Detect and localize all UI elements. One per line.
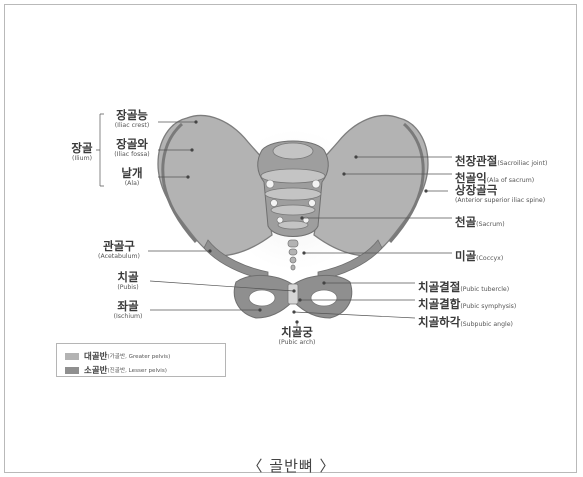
- label-sacrum-en: (Sacrum): [476, 221, 504, 228]
- label-iliac-fossa-en: (Iliac fossa): [106, 152, 158, 158]
- label-pubic-symphysis-ko: 치골결합: [418, 297, 460, 311]
- label-asis-en: (Anterior superior iliac spine): [455, 198, 545, 204]
- label-sacrum: 천골(Sacrum): [455, 213, 505, 229]
- label-asis: 상장골극 (Anterior superior iliac spine): [455, 185, 545, 204]
- label-ala-en: (Ala): [106, 181, 158, 187]
- label-sacroiliac-joint-en: (Sacroiliac joint): [497, 160, 547, 167]
- label-pubic-tubercle-ko: 치골결절: [418, 280, 460, 294]
- label-pubic-arch: 치골궁 (Pubic arch): [267, 327, 327, 346]
- legend-swatch-greater: [65, 353, 79, 360]
- left-ilium: [158, 115, 274, 256]
- legend-swatch-lesser: [65, 367, 79, 374]
- label-pubic-tubercle: 치골결절(Pubic tubercle): [418, 278, 509, 294]
- pubic-symphysis-disc: [288, 284, 298, 304]
- label-coccyx: 미골(Coccyx): [455, 247, 503, 263]
- right-pubis-ischium: [294, 275, 352, 318]
- label-pubic-arch-en: (Pubic arch): [267, 340, 327, 346]
- label-ischium-ko: 좌골: [104, 301, 152, 313]
- label-iliac-fossa: 장골와 (Iliac fossa): [106, 139, 158, 158]
- label-pubic-arch-ko: 치골궁: [267, 327, 327, 339]
- label-ala: 날개 (Ala): [106, 168, 158, 187]
- right-ilium: [312, 115, 428, 256]
- label-subpubic-angle-ko: 치골하각: [418, 315, 460, 329]
- label-ilium-en: (Ilium): [64, 156, 100, 162]
- label-acetabulum-ko: 관골구: [90, 241, 148, 253]
- legend-greater-en: (가골반, Greater pelvis): [107, 352, 170, 360]
- label-pubic-tubercle-en: (Pubic tubercle): [460, 286, 509, 293]
- label-coccyx-ko: 미골: [455, 249, 476, 263]
- legend-item-lesser-pelvis: 소골반(진골반, Lesser pelvis): [65, 364, 167, 376]
- label-sacrum-ko: 천골: [455, 215, 476, 229]
- left-pubis-ischium: [234, 275, 292, 318]
- label-ilium-ko: 장골: [64, 143, 100, 155]
- figure-caption: 〈 골반뼈 〉: [0, 455, 583, 476]
- legend: 대골반(가골반, Greater pelvis) 소골반(진골반, Lesser…: [56, 343, 226, 377]
- label-pubis-ko: 치골: [106, 272, 150, 284]
- label-asis-ko: 상장골극: [455, 185, 545, 197]
- label-coccyx-en: (Coccyx): [476, 255, 503, 262]
- label-pubic-symphysis: 치골결합(Pubic symphysis): [418, 295, 516, 311]
- label-pubic-symphysis-en: (Pubic symphysis): [460, 303, 516, 310]
- label-acetabulum: 관골구 (Acetabulum): [90, 241, 148, 260]
- label-pubis: 치골 (Pubis): [106, 272, 150, 291]
- legend-greater-ko: 대골반: [84, 350, 107, 362]
- label-ala-ko: 날개: [106, 168, 158, 180]
- label-iliac-fossa-ko: 장골와: [106, 139, 158, 151]
- label-iliac-crest: 장골능 (Iliac crest): [106, 110, 158, 129]
- label-subpubic-angle: 치골하각(Subpubic angle): [418, 313, 513, 329]
- label-pubis-en: (Pubis): [106, 285, 150, 291]
- label-sacroiliac-joint: 천장관절(Sacroiliac joint): [455, 152, 547, 168]
- legend-item-greater-pelvis: 대골반(가골반, Greater pelvis): [65, 350, 170, 362]
- sacrum: [258, 141, 329, 237]
- label-sacroiliac-joint-ko: 천장관절: [455, 154, 497, 168]
- legend-lesser-en: (진골반, Lesser pelvis): [107, 366, 167, 374]
- label-iliac-crest-en: (Iliac crest): [106, 123, 158, 129]
- label-ischium-en: (Ischium): [104, 314, 152, 320]
- label-iliac-crest-ko: 장골능: [106, 110, 158, 122]
- legend-lesser-ko: 소골반: [84, 364, 107, 376]
- label-ilium: 장골 (Ilium): [64, 143, 100, 162]
- label-subpubic-angle-en: (Subpubic angle): [460, 321, 513, 328]
- label-ischium: 좌골 (Ischium): [104, 301, 152, 320]
- label-acetabulum-en: (Acetabulum): [90, 254, 148, 260]
